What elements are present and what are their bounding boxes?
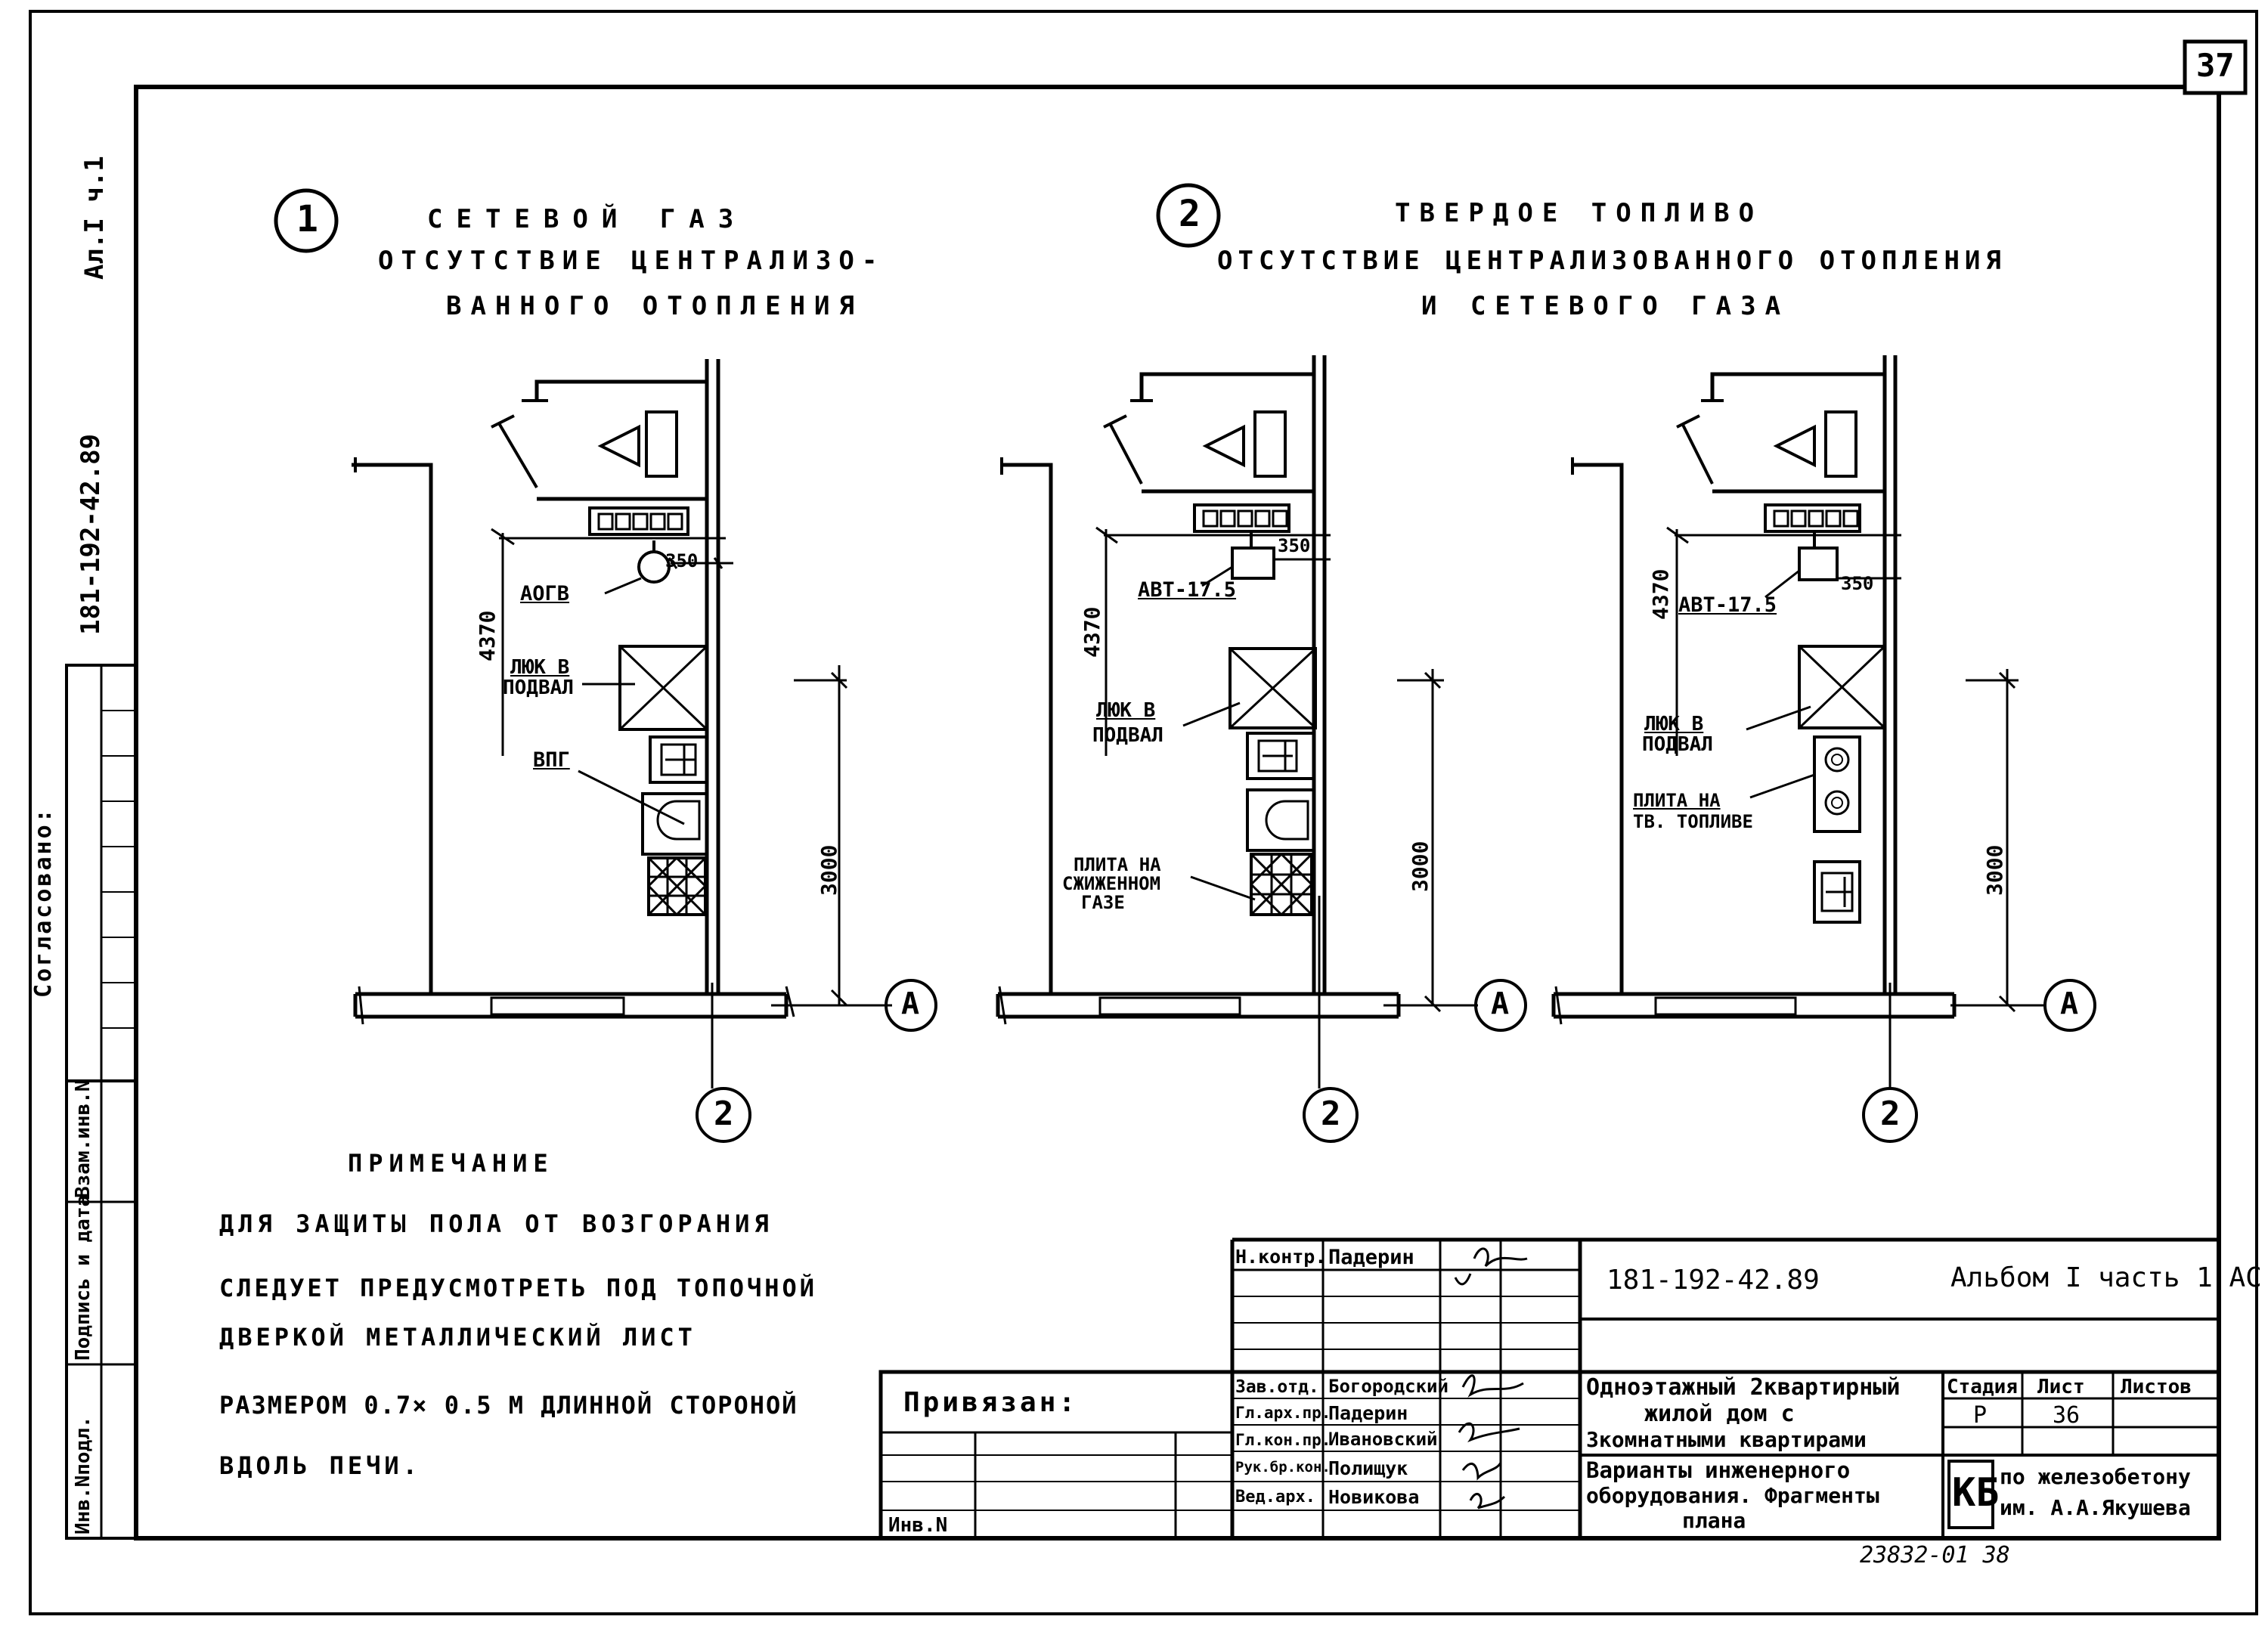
sheets-label: Листов [2121, 1376, 2192, 1398]
plan-3-hatch-2: ПОДВАЛ [1642, 733, 1713, 756]
inv-label: Инв.N [888, 1514, 948, 1537]
plan-1-hatch-2: ПОДВАЛ [503, 677, 574, 699]
sheet-number-box [2183, 39, 2248, 95]
plan-1-axis-letter: A [901, 986, 920, 1021]
title-block-lines [878, 1237, 2221, 1541]
scheme-2-line-1: ТВЕРДОЕ ТОПЛИВО [1395, 198, 1764, 228]
plan-3 [1551, 355, 2096, 1143]
plan-1-hatch-1: ЛЮК В [510, 656, 570, 679]
side-stamp [65, 664, 138, 1540]
project-title-2: жилой дом с [1644, 1401, 1795, 1427]
plan-2 [996, 355, 1527, 1143]
note-line-5: ВДОЛЬ ПЕЧИ. [219, 1451, 421, 1480]
plan-2-stove-3: ГАЗЕ [1081, 892, 1125, 913]
signer-name-0: Падерин [1328, 1246, 1414, 1269]
sheet-title-3: плана [1682, 1508, 1746, 1533]
side-code: Ал.I ч.1 [79, 156, 110, 280]
plan-1-dim-side: 3000 [816, 844, 841, 896]
plan-2-dim-small: 350 [1278, 535, 1311, 556]
signer-name-2: Падерин [1328, 1402, 1408, 1424]
project-title-1: Одноэтажный 2квартирный [1586, 1374, 1901, 1401]
plan-3-dim-side: 3000 [1982, 844, 2007, 896]
plan-3-stove-1: ПЛИТА НА [1633, 790, 1721, 811]
plan-2-stove-1: ПЛИТА НА [1074, 854, 1161, 875]
outer-frame [29, 10, 2258, 1615]
signer-name-4: Полищук [1328, 1457, 1408, 1479]
scheme-2-line-3: И СЕТЕВОГО ГАЗА [1421, 291, 1790, 321]
org-name-2: им. А.А.Якушева [2000, 1495, 2191, 1520]
sheet-title-2: оборудования. Фрагменты [1586, 1483, 1879, 1508]
signer-role-2: Гл.арх.пр. [1235, 1404, 1331, 1422]
plan-1-axis-number: 2 [714, 1095, 734, 1133]
scheme-1-number: 1 [296, 198, 318, 240]
note-line-1: ДЛЯ ЗАЩИТЫ ПОЛА ОТ ВОЗГОРАНИЯ [219, 1209, 773, 1238]
sheet-value: 36 [2053, 1402, 2081, 1429]
agreed-label: Согласовано: [30, 807, 57, 998]
org-logo: КБ [1952, 1470, 2000, 1516]
plan-2-axis-number: 2 [1321, 1095, 1341, 1133]
scheme-2-circle [1156, 183, 1221, 248]
stage-value: Р [1973, 1402, 1988, 1429]
bound-label: Привязан: [903, 1387, 1079, 1418]
plan-3-heater: АВТ-17.5 [1678, 593, 1777, 617]
album-label: Альбом I часть 1 АС [1950, 1262, 2262, 1293]
plan-1-dim-top: 4370 [475, 610, 500, 661]
scheme-1-line-2: ОТСУТСТВИЕ ЦЕНТРАЛИЗО- [378, 246, 885, 276]
scheme-2-line-2: ОТСУТСТВИЕ ЦЕНТРАЛИЗОВАННОГО ОТОПЛЕНИЯ [1217, 246, 2006, 276]
project-title-3: 3комнатными квартирами [1586, 1427, 1867, 1452]
plan-3-hatch-1: ЛЮК В [1644, 713, 1704, 735]
plan-2-dim-top: 4370 [1080, 606, 1105, 658]
sheet-label: Лист [2037, 1376, 2085, 1398]
plan-3-dim-small: 350 [1841, 573, 1874, 594]
plan-2-dim-side: 3000 [1408, 841, 1433, 892]
side-stamp-sign: Подпись и дата [72, 1194, 94, 1361]
plan-3-stove-2: ТВ. ТОПЛИВЕ [1633, 811, 1753, 832]
plan-2-heater: АВТ-17.5 [1138, 578, 1237, 602]
signer-name-1: Богородский [1328, 1376, 1448, 1397]
signer-name-5: Новикова [1328, 1486, 1420, 1508]
signer-role-1: Зав.отд. [1235, 1377, 1319, 1397]
plan-3-axis-number: 2 [1880, 1095, 1901, 1133]
note-title: ПРИМЕЧАНИЕ [348, 1149, 554, 1178]
sheet-title-1: Варианты инженерного [1586, 1457, 1851, 1483]
org-name-1: по железобетону [2000, 1464, 2191, 1489]
signer-role-3: Гл.кон.пр. [1235, 1431, 1331, 1449]
side-stamp-inv: Инв.Nподл. [72, 1416, 94, 1534]
sheet-number: 37 [2196, 47, 2235, 84]
bottom-code: 23832-01 38 [1860, 1542, 2010, 1568]
plan-2-hatch-2: ПОДВАЛ [1092, 724, 1163, 747]
plan-2-stove-2: СЖИЖЕННОМ [1062, 873, 1161, 894]
plan-1 [352, 359, 937, 1143]
scheme-1-line-1: СЕТЕВОЙ ГАЗ [427, 204, 748, 234]
plan-3-dim-top: 4370 [1648, 568, 1673, 620]
signer-role-4: Рук.бр.кон. [1235, 1459, 1331, 1476]
plan-1-dim-small: 350 [665, 550, 699, 571]
stage-label: Стадия [1947, 1376, 2018, 1398]
note-line-2: СЛЕДУЕТ ПРЕДУСМОТРЕТЬ ПОД ТОПОЧНОЙ [219, 1274, 818, 1302]
signer-role-5: Вед.арх. [1235, 1488, 1315, 1506]
doc-number: 181-192-42.89 [1606, 1265, 1820, 1296]
plan-1-heater: АОГВ [520, 582, 570, 605]
plan-2-hatch-1: ЛЮК В [1096, 699, 1156, 722]
scheme-1-line-3: ВАННОГО ОТОПЛЕНИЯ [446, 291, 863, 321]
plan-3-axis-letter: A [2060, 986, 2079, 1021]
scheme-2-number: 2 [1179, 193, 1201, 235]
note-line-4: РАЗМЕРОМ 0.7× 0.5 М ДЛИННОЙ СТОРОНОЙ [219, 1391, 798, 1420]
side-doc-number: 181-192-42.89 [76, 433, 106, 635]
note-line-3: ДВЕРКОЙ МЕТАЛЛИЧЕСКИЙ ЛИСТ [219, 1323, 696, 1352]
scheme-1-circle [274, 188, 339, 253]
plan-1-stove: ВПГ [533, 748, 570, 772]
signer-name-3: Ивановский [1328, 1429, 1438, 1450]
signer-role-0: Н.контр. [1235, 1246, 1327, 1268]
side-stamp-repl: Взам.инв.N [72, 1079, 94, 1198]
plan-2-axis-letter: A [1491, 986, 1510, 1021]
